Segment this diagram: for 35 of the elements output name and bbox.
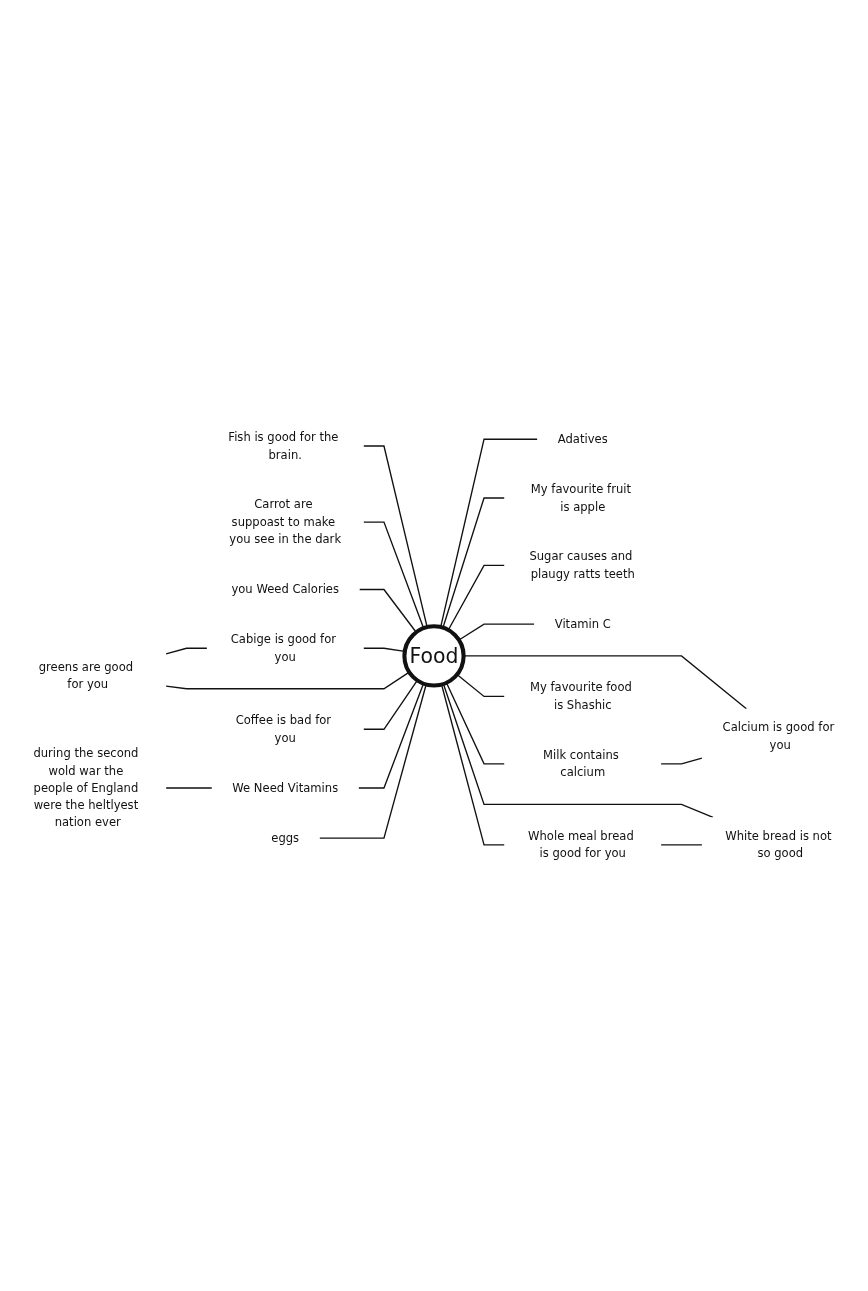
connector — [362, 679, 418, 730]
node-text: White bread is not so good — [725, 828, 832, 860]
node-text: My favourite food is Shashic — [530, 680, 632, 712]
node-text: Whole meal bread is good for you — [528, 828, 634, 860]
node-text: Coffee is bad for you — [235, 713, 332, 745]
node-text: greens are good for you — [38, 659, 134, 691]
node-text: Vitamin C — [554, 616, 611, 631]
node-text: Sugar causes and plaugy ratts teeth — [529, 549, 635, 581]
connector — [660, 757, 703, 765]
connector — [318, 683, 427, 839]
connector — [456, 673, 506, 698]
connector — [362, 445, 428, 628]
connector — [165, 671, 410, 690]
connector — [362, 521, 425, 629]
connector — [442, 683, 714, 819]
connector — [165, 787, 213, 789]
connector — [442, 497, 506, 629]
node-text: We Need Vitamins — [232, 780, 339, 795]
node-text: during the second wold war the people of England were the heltlyest nation ever — [33, 746, 139, 830]
connector — [358, 588, 417, 633]
node-text: Fish is good for the brain. — [228, 430, 339, 462]
connector — [458, 623, 535, 641]
connector — [440, 438, 539, 628]
node-text: Calcium is good for you — [722, 720, 835, 752]
node-circle: Food — [402, 624, 466, 688]
node-text: you Weed Calories — [231, 582, 340, 596]
node-text: Milk contains calcium — [543, 747, 619, 779]
node-text: Cabige is good for you — [230, 632, 337, 664]
node-text: Adatives — [557, 431, 608, 446]
connector — [660, 844, 703, 846]
connector — [165, 647, 208, 655]
connector — [440, 683, 506, 846]
node-text: eggs — [271, 830, 300, 845]
node-text: My favourite fruit is apple — [530, 481, 632, 513]
node-text: Carrot are suppoast to make you see in the dark — [229, 497, 342, 546]
